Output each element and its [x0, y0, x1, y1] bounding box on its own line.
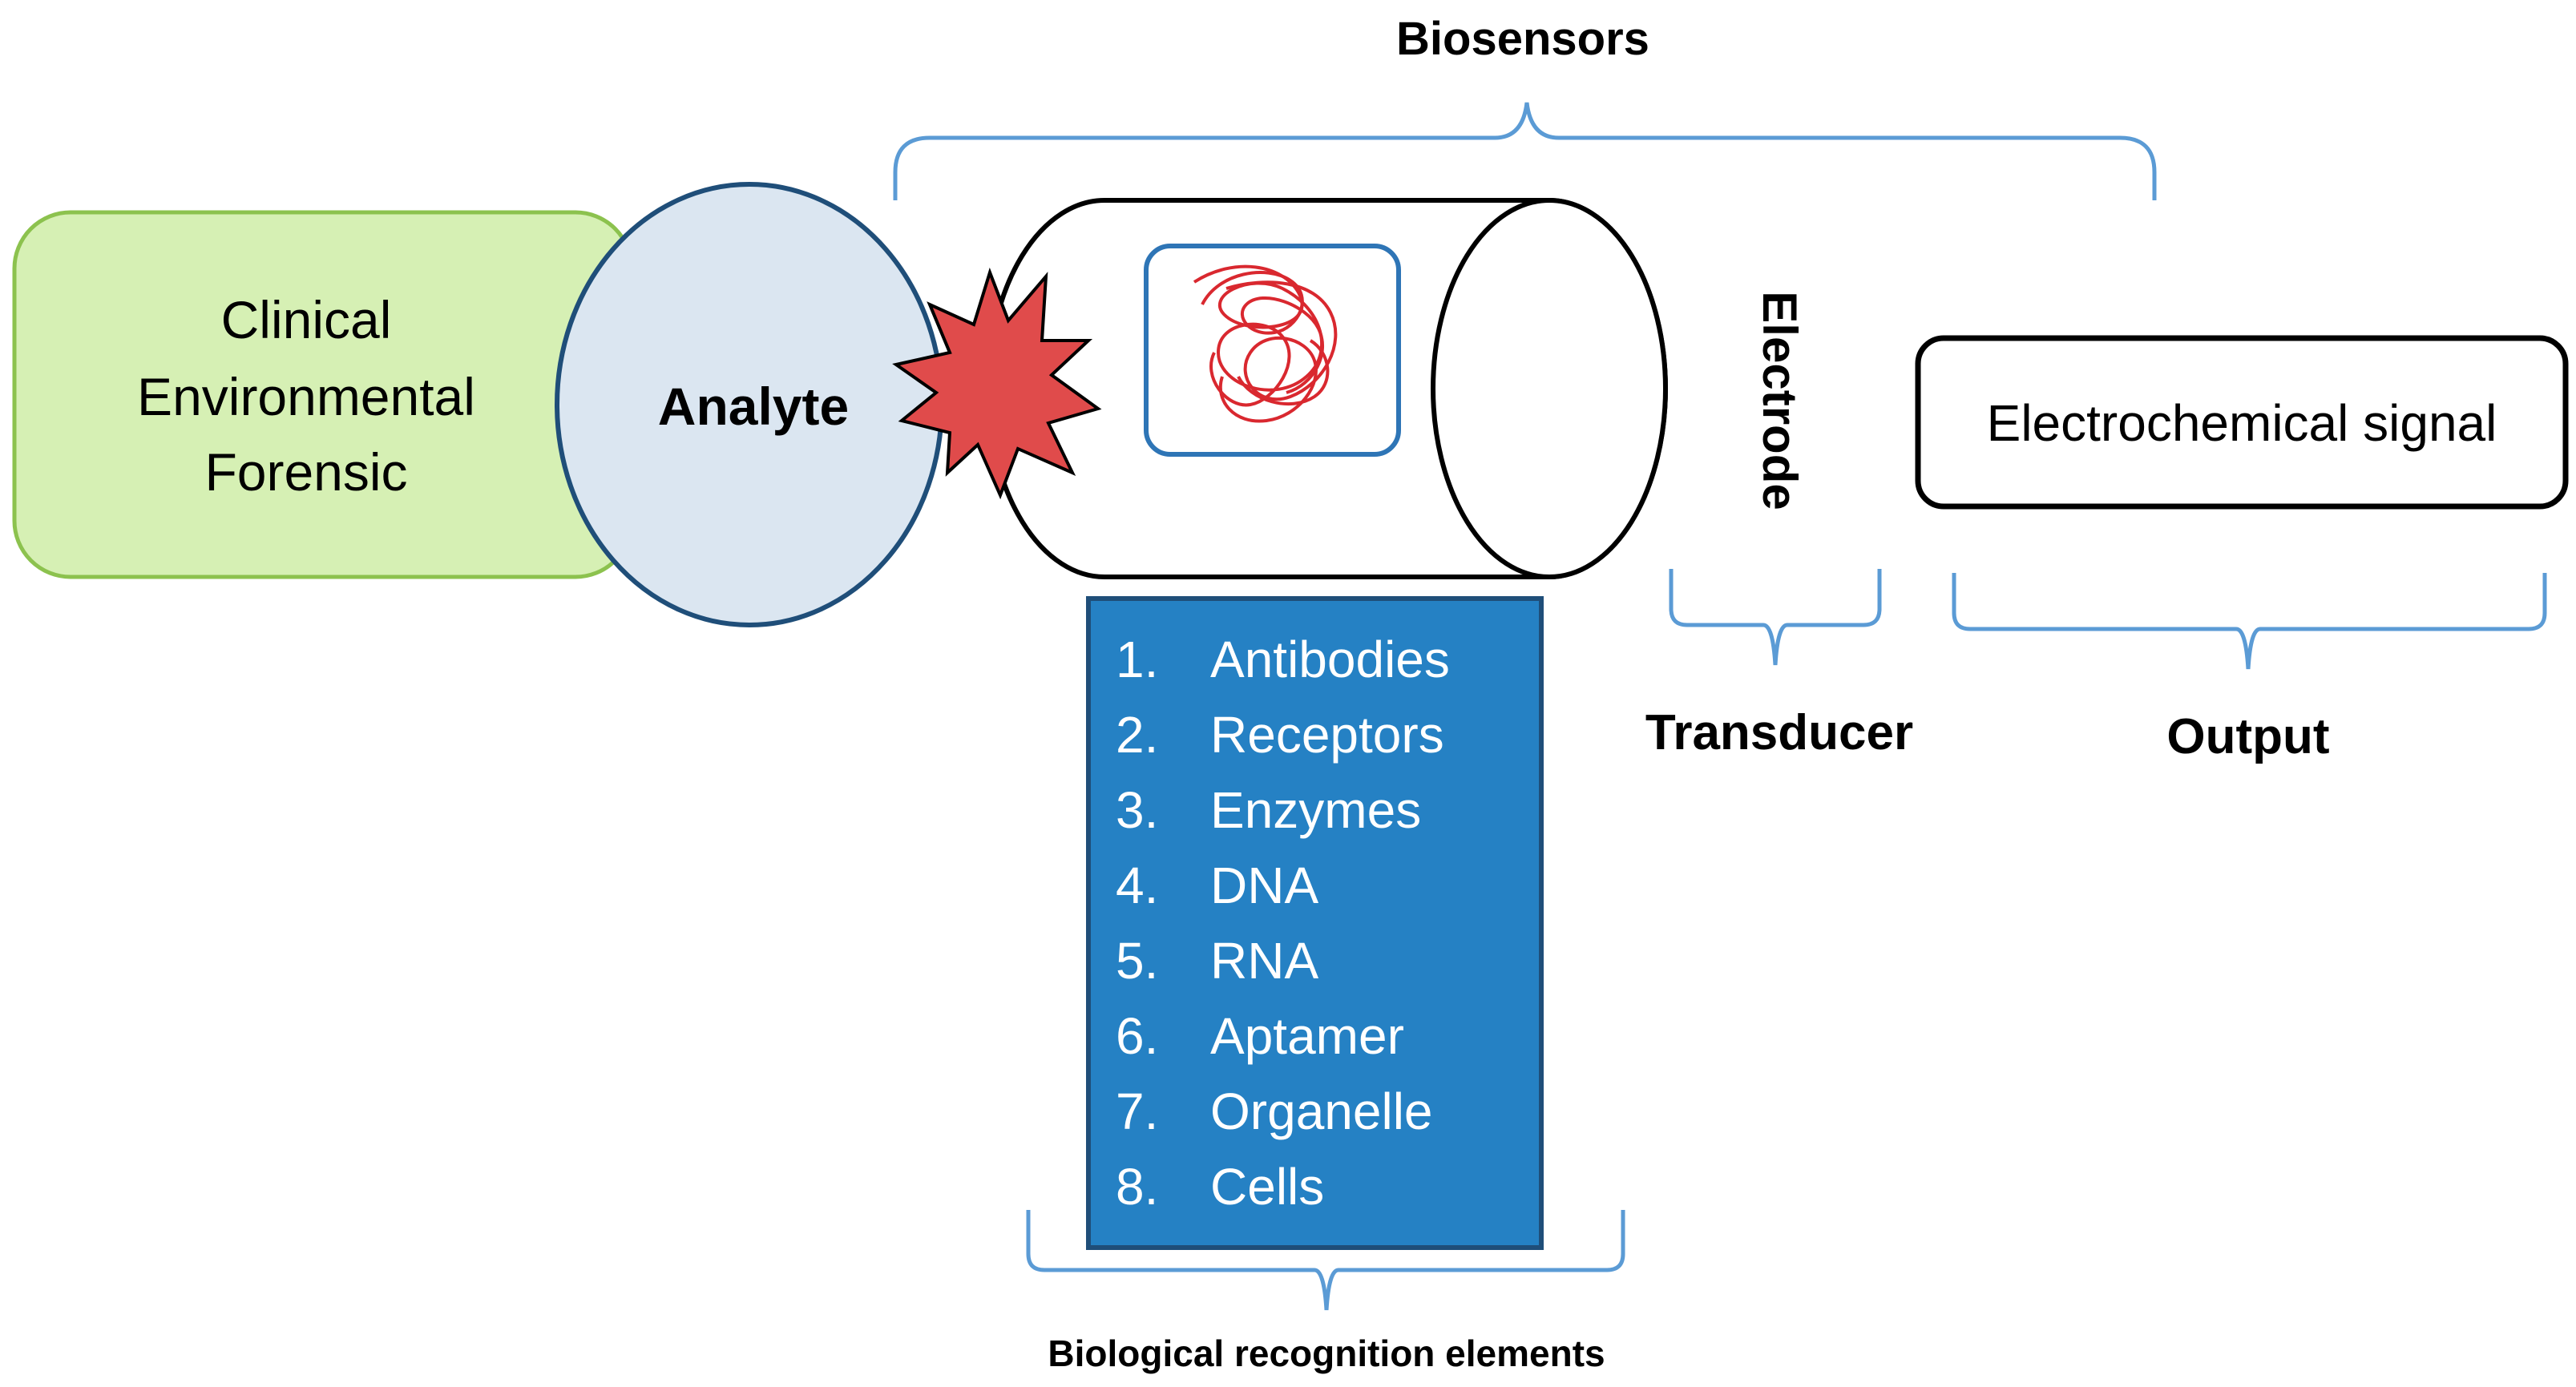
- list-item-label: Organelle: [1210, 1083, 1433, 1140]
- recognition-elements-bracket: [1026, 1210, 1625, 1311]
- list-item-number: 6.: [1116, 1007, 1158, 1065]
- list-item-number: 7.: [1116, 1083, 1158, 1140]
- output-label: Output: [2166, 709, 2329, 764]
- biosensors-bracket: [893, 102, 2157, 200]
- list-item-number: 4.: [1116, 857, 1158, 914]
- list-item-number: 3.: [1116, 781, 1158, 839]
- list-item-number: 8.: [1116, 1158, 1158, 1216]
- binding-burst-icon: [892, 267, 1102, 500]
- sample-source-environmental: Environmental: [137, 367, 475, 426]
- list-item-label: RNA: [1210, 932, 1318, 990]
- biomolecule-scribble-icon: [1193, 264, 1338, 423]
- list-item-number: 2.: [1116, 706, 1158, 764]
- list-item-label: DNA: [1210, 857, 1318, 914]
- electrochemical-signal-label: Electrochemical signal: [1987, 394, 2497, 452]
- electrochemical-signal-box: [1915, 335, 2569, 510]
- output-bracket: [1952, 573, 2547, 670]
- list-item-number: 5.: [1116, 932, 1158, 990]
- recognition-element-box: [1144, 244, 1401, 457]
- electrode-label: Electrode: [1753, 291, 1807, 510]
- transducer-bracket: [1669, 569, 1882, 666]
- sample-source-clinical: Clinical: [221, 290, 392, 349]
- analyte-label: Analyte: [658, 377, 849, 436]
- list-item-label: Cells: [1210, 1158, 1324, 1216]
- recognition-elements-caption: Biological recognition elements: [1048, 1333, 1605, 1374]
- electrode-cylinder-end: [1431, 198, 1668, 579]
- list-item-label: Aptamer: [1210, 1007, 1404, 1065]
- transducer-label: Transducer: [1645, 705, 1913, 760]
- recognition-elements-list-box: [1086, 596, 1544, 1250]
- recognition-elements-list: 1. Antibodies 2. Receptors 3. Enzymes 4.…: [1116, 631, 1450, 1216]
- list-item-label: Receptors: [1210, 706, 1444, 764]
- sample-source-forensic: Forensic: [204, 442, 407, 502]
- sample-source-labels: Clinical Environmental Forensic: [137, 290, 475, 502]
- diagram-title: Biosensors: [1396, 13, 1649, 65]
- list-item-label: Enzymes: [1210, 781, 1421, 839]
- list-item-number: 1.: [1116, 631, 1158, 688]
- list-item-label: Antibodies: [1210, 631, 1450, 688]
